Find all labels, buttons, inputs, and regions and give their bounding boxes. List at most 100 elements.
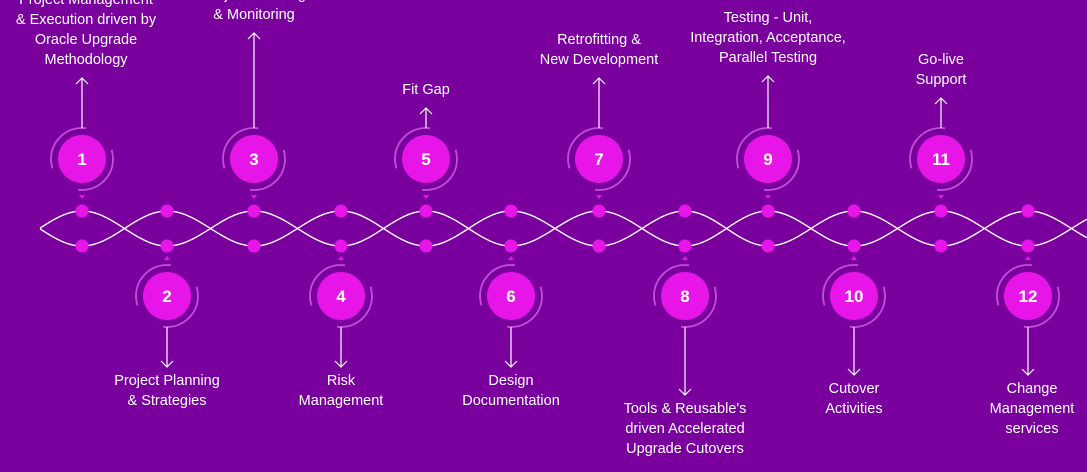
step-number: 6 — [506, 287, 515, 306]
step-pointer — [765, 195, 771, 199]
step-label-line: Project Planning — [114, 373, 220, 389]
step-label-line: & Strategies — [127, 393, 207, 409]
wave-dot — [504, 239, 518, 253]
step-arrowhead — [1021, 368, 1035, 376]
step-label-line: Documentation — [462, 393, 560, 409]
step-12: 12 — [996, 256, 1060, 376]
step-pointer — [164, 256, 170, 260]
wave-dot — [247, 204, 261, 218]
step-arrowhead — [504, 360, 518, 368]
wave-dot — [934, 239, 948, 253]
step-number: 10 — [845, 287, 864, 306]
wave-dot — [334, 239, 348, 253]
step-label-line: Risk — [326, 373, 356, 389]
step-10: 10 — [822, 256, 886, 376]
wave-dot — [75, 204, 89, 218]
wave-dot — [504, 204, 518, 218]
wave-dot — [678, 239, 692, 253]
step-circle — [917, 135, 965, 183]
step-number: 4 — [336, 287, 346, 306]
wave-dot — [75, 239, 89, 253]
step-arrowhead — [247, 32, 261, 40]
step-label-line: Project Management — [19, 0, 153, 8]
step-5: 5 — [394, 107, 458, 199]
step-pointer — [508, 256, 514, 260]
wave-dot — [419, 239, 433, 253]
step-label-line: Parallel Testing — [718, 50, 818, 66]
wave-dot — [160, 204, 174, 218]
step-number: 12 — [1019, 287, 1038, 306]
step-arrowhead — [160, 360, 174, 368]
step-label-2: Project Planning & Strategies — [114, 371, 220, 411]
step-number: 8 — [680, 287, 689, 306]
step-number: 2 — [162, 287, 171, 306]
step-pointer — [1025, 256, 1031, 260]
wave-dot — [847, 239, 861, 253]
step-label-7: Retrofitting &New Development — [540, 30, 658, 70]
step-label-line: Methodology — [44, 52, 128, 68]
step-label-line: Project Tracking — [202, 0, 306, 5]
step-circle — [661, 272, 709, 320]
step-circle — [575, 135, 623, 183]
step-label-line: driven Accelerated — [625, 421, 745, 437]
step-label-line: Integration, Acceptance, — [690, 30, 846, 46]
step-arrowhead — [847, 368, 861, 376]
step-number: 9 — [763, 150, 772, 169]
step-7: 7 — [567, 77, 631, 199]
wave-dot — [761, 239, 775, 253]
wave-dot — [160, 239, 174, 253]
step-circle — [402, 135, 450, 183]
step-label-line: New Development — [539, 52, 659, 68]
step-number: 7 — [594, 150, 603, 169]
step-circle — [487, 272, 535, 320]
step-label-line: services — [1005, 421, 1059, 437]
step-label-line: Oracle Upgrade — [34, 32, 138, 48]
step-pointer — [682, 256, 688, 260]
step-label-line: Change — [1006, 381, 1058, 397]
wave-dot — [847, 204, 861, 218]
step-number: 5 — [421, 150, 430, 169]
step-circle — [317, 272, 365, 320]
step-arrowhead — [678, 388, 692, 396]
wave-strand-b — [39, 210, 1087, 247]
step-label-5: Fit Gap — [402, 80, 450, 100]
step-label-line: Support — [915, 72, 967, 88]
wave-dot — [1021, 204, 1035, 218]
wave-strand-a — [39, 210, 1087, 247]
step-circle — [230, 135, 278, 183]
step-circle — [830, 272, 878, 320]
step-label-line: Management — [989, 401, 1075, 417]
step-number: 11 — [932, 150, 950, 169]
step-3: 3 — [222, 32, 286, 199]
step-arrowhead — [934, 97, 948, 105]
step-4: 4 — [309, 256, 373, 368]
step-number: 3 — [249, 150, 258, 169]
wave-dot — [934, 204, 948, 218]
step-label-line: Activities — [825, 401, 883, 417]
step-pointer — [251, 195, 257, 199]
step-arrowhead — [75, 77, 89, 85]
wave-dot — [419, 204, 433, 218]
step-pointer — [79, 195, 85, 199]
step-pointer — [338, 256, 344, 260]
step-circle — [744, 135, 792, 183]
step-label-line: & Execution driven by — [15, 12, 157, 28]
step-label-line: Go-live — [918, 52, 964, 68]
step-label-line: Upgrade Cutovers — [626, 441, 744, 457]
step-label-line: & Monitoring — [213, 7, 295, 23]
step-circle — [1004, 272, 1052, 320]
step-label-line: Tools & Reusable's — [623, 401, 747, 417]
step-arrowhead — [592, 77, 606, 85]
step-arrowhead — [761, 75, 775, 83]
wave-dot — [761, 204, 775, 218]
wave-dot — [334, 204, 348, 218]
step-circle — [58, 135, 106, 183]
